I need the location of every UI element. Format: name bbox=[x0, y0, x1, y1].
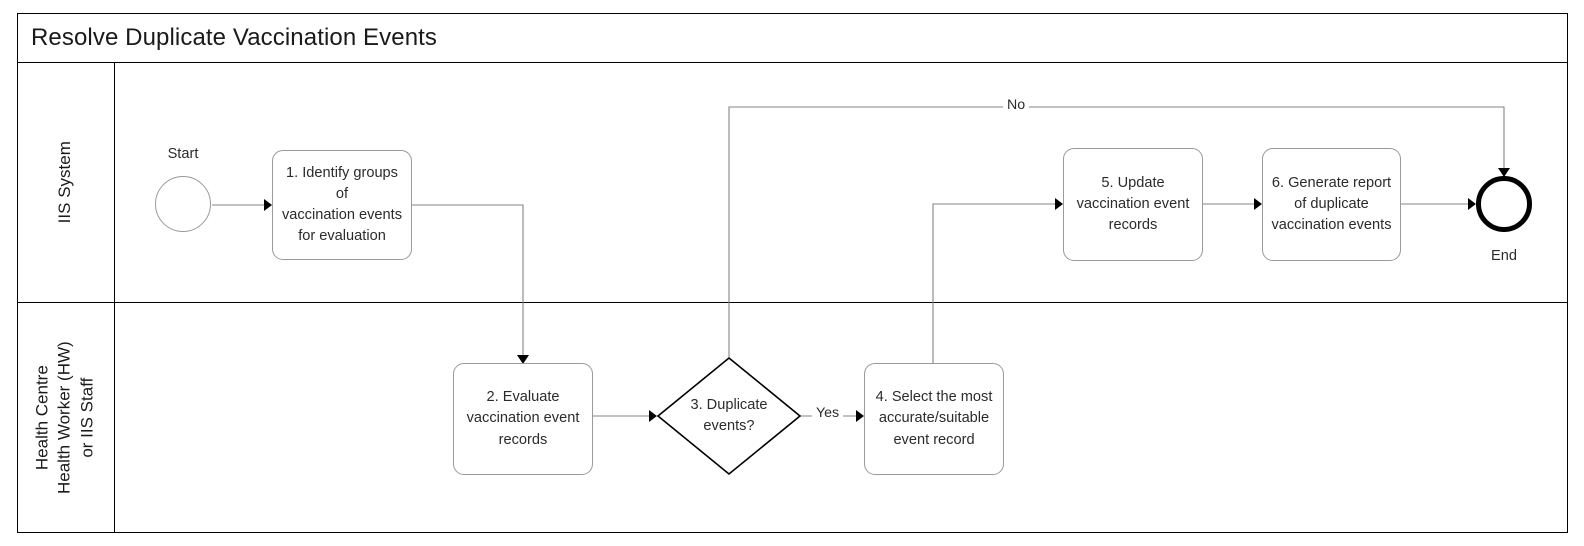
gateway-3-duplicate-events[interactable]: 3. Duplicate events? bbox=[656, 356, 802, 476]
task-1-identify-groups[interactable]: 1. Identify groups of vaccination events… bbox=[272, 150, 412, 260]
pool-title-text: Resolve Duplicate Vaccination Events bbox=[31, 23, 438, 51]
lane-header-iis-system: IIS System bbox=[17, 63, 115, 302]
gateway-diamond-icon bbox=[656, 356, 802, 476]
start-event[interactable] bbox=[155, 176, 211, 232]
lane-health-centre: Health Centre Health Worker (HW) or IIS … bbox=[17, 303, 1568, 533]
task-5-update-records[interactable]: 5. Update vaccination event records bbox=[1063, 148, 1203, 261]
lane-label-health-centre: Health Centre Health Worker (HW) or IIS … bbox=[32, 341, 97, 495]
flow-label-yes: Yes bbox=[812, 405, 844, 421]
task-2-evaluate-records[interactable]: 2. Evaluate vaccination event records bbox=[453, 363, 593, 475]
task-4-select-record[interactable]: 4. Select the most accurate/suitable eve… bbox=[864, 363, 1004, 475]
lane-label-iis-system: IIS System bbox=[55, 141, 75, 224]
start-event-label: Start bbox=[167, 146, 199, 162]
task-6-generate-report[interactable]: 6. Generate report of duplicate vaccinat… bbox=[1262, 148, 1401, 261]
lane-header-health-centre: Health Centre Health Worker (HW) or IIS … bbox=[17, 303, 115, 533]
page-title: Resolve Duplicate Vaccination Events bbox=[17, 13, 1568, 63]
end-event-label: End bbox=[1491, 248, 1517, 264]
flow-label-no: No bbox=[1003, 97, 1030, 113]
end-event[interactable] bbox=[1476, 176, 1532, 232]
